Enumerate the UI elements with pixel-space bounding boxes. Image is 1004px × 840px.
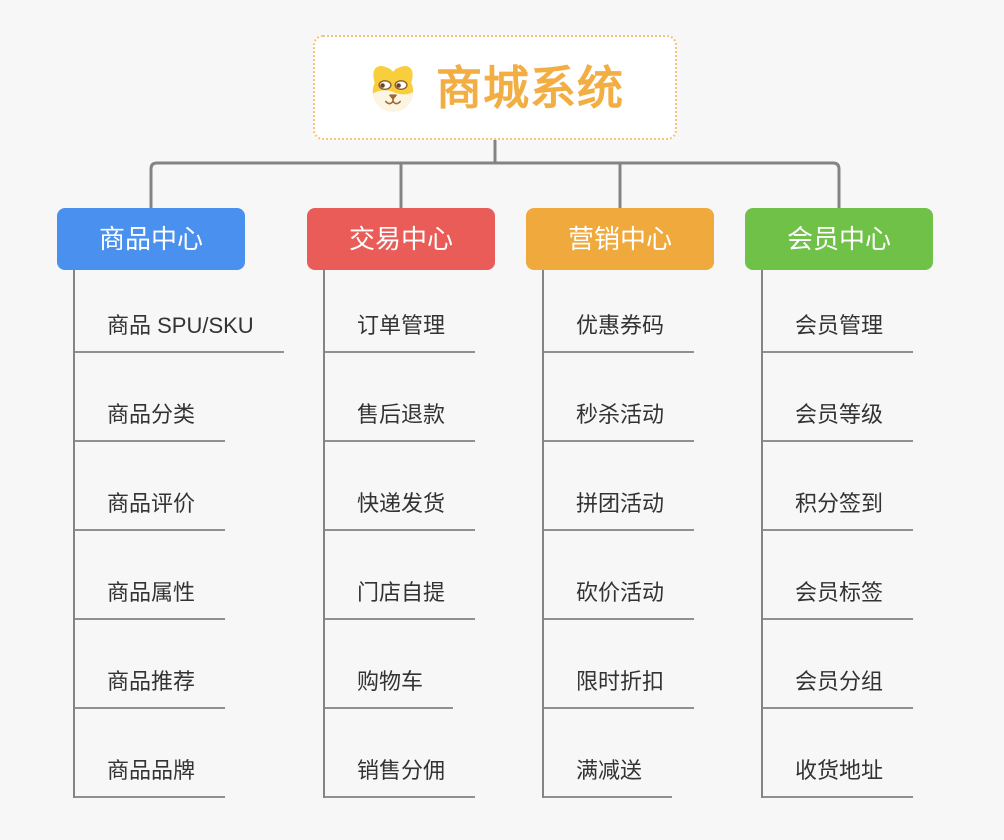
sub-topic[interactable]: 售后退款 bbox=[325, 400, 476, 442]
sub-topic[interactable]: 会员等级 bbox=[763, 400, 914, 442]
branch-topic-label: 营销中心 bbox=[567, 224, 672, 254]
sub-topic[interactable]: 秒杀活动 bbox=[544, 400, 695, 442]
sub-topic[interactable]: 商品品牌 bbox=[75, 756, 226, 798]
root-topic[interactable]: 商城系统 bbox=[313, 35, 677, 140]
sub-topic[interactable]: 购物车 bbox=[325, 667, 454, 709]
sub-topic[interactable]: 优惠券码 bbox=[544, 311, 695, 353]
sub-topic[interactable]: 限时折扣 bbox=[544, 667, 695, 709]
sub-topic[interactable]: 商品评价 bbox=[75, 489, 226, 531]
sub-topic[interactable]: 商品推荐 bbox=[75, 667, 226, 709]
branch-topic-label: 商品中心 bbox=[98, 224, 203, 254]
branch-topic-2[interactable]: 交易中心 bbox=[307, 208, 495, 270]
sub-topic[interactable]: 满减送 bbox=[544, 756, 673, 798]
branch-topic-label: 会员中心 bbox=[786, 224, 891, 254]
sub-topic[interactable]: 积分签到 bbox=[763, 489, 914, 531]
sub-topic[interactable]: 订单管理 bbox=[325, 311, 476, 353]
branch-children-group: 优惠券码秒杀活动拼团活动砍价活动限时折扣满减送 bbox=[542, 270, 764, 798]
branch-topic-4[interactable]: 会员中心 bbox=[745, 208, 933, 270]
sub-topic[interactable]: 门店自提 bbox=[325, 578, 476, 620]
branch-children-group: 订单管理售后退款快递发货门店自提购物车销售分佣 bbox=[323, 270, 545, 798]
sub-topic[interactable]: 商品分类 bbox=[75, 400, 226, 442]
branch-children-group: 商品 SPU/SKU 商品分类商品评价商品属性商品推荐商品品牌 bbox=[73, 270, 295, 798]
branch-children-group: 会员管理会员等级积分签到会员标签会员分组收货地址 bbox=[761, 270, 983, 798]
sub-topic[interactable]: 收货地址 bbox=[763, 756, 914, 798]
sub-topic[interactable]: 拼团活动 bbox=[544, 489, 695, 531]
sub-topic[interactable]: 快递发货 bbox=[325, 489, 476, 531]
branch-topic-label: 交易中心 bbox=[348, 224, 453, 254]
sub-topic[interactable]: 会员标签 bbox=[763, 578, 914, 620]
sub-topic[interactable]: 商品属性 bbox=[75, 578, 226, 620]
sub-topic[interactable]: 商品 SPU/SKU bbox=[75, 311, 284, 353]
branch-topic-1[interactable]: 商品中心 bbox=[57, 208, 245, 270]
sub-topic[interactable]: 会员分组 bbox=[763, 667, 914, 709]
root-topic-label: 商城系统 bbox=[436, 61, 624, 114]
branch-topic-3[interactable]: 营销中心 bbox=[526, 208, 714, 270]
sub-topic[interactable]: 销售分佣 bbox=[325, 756, 476, 798]
sub-topic[interactable]: 会员管理 bbox=[763, 311, 914, 353]
sub-topic[interactable]: 砍价活动 bbox=[544, 578, 695, 620]
dog-face-icon bbox=[366, 61, 420, 115]
